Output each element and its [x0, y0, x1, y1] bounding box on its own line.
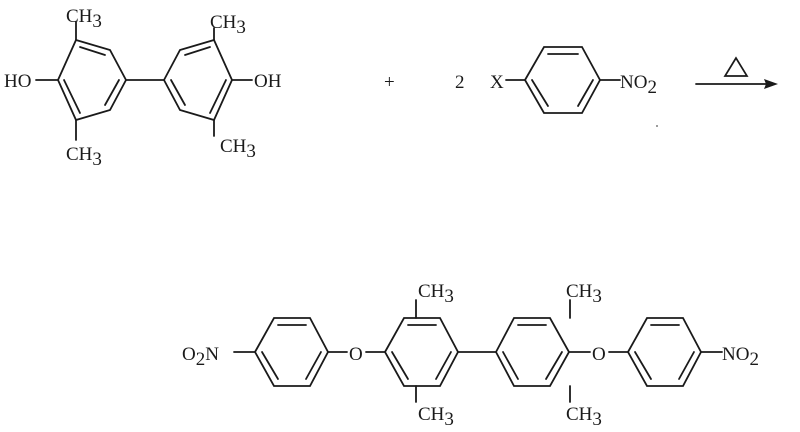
product-ch3-top-left: CH3 — [418, 281, 454, 307]
product-ch3-bottom-left: CH3 — [418, 404, 454, 430]
reactant1-ring-left — [57, 38, 128, 122]
reactant1-ch3-bottom-right: CH3 — [220, 136, 256, 162]
reactant1-molecule: CH3 CH3 CH3 CH3 HO OH — [4, 6, 282, 170]
reactant2-ring — [523, 46, 602, 114]
product-molecule: O2N O — [182, 281, 759, 430]
reactant2-molecule: 2 X NO2 — [455, 46, 657, 114]
product-ch3-bottom-right: CH3 — [566, 404, 602, 430]
heat-triangle-icon — [723, 56, 749, 77]
reactant2-halogen: X — [490, 72, 504, 93]
reactant1-hydroxyl-right: OH — [254, 71, 282, 92]
reactant1-ch3-top-right: CH3 — [210, 12, 246, 38]
product-ring-2 — [383, 317, 460, 387]
product-nitro-left: O2N — [182, 344, 219, 370]
reactant1-ch3-top-left: CH3 — [66, 6, 102, 32]
reaction-arrow — [695, 79, 778, 89]
product-ring-4 — [626, 317, 703, 387]
reactant2-nitro-group: NO2 — [620, 72, 657, 98]
product-ring-1 — [253, 317, 330, 387]
reactant1-hydroxyl-left: HO — [4, 71, 31, 92]
reactant1-ch3-bottom-left: CH3 — [66, 144, 102, 170]
reactant1-ring-right — [162, 38, 233, 122]
product-ether-oxygen-left: O — [349, 344, 363, 365]
scan-speck — [656, 125, 658, 127]
product-ether-oxygen-right: O — [592, 344, 606, 365]
product-ch3-top-right: CH3 — [566, 281, 602, 307]
product-nitro-right: NO2 — [722, 344, 759, 370]
product-ring-3 — [494, 317, 571, 387]
plus-sign: + — [384, 72, 395, 93]
reactant2-coefficient: 2 — [455, 72, 465, 93]
